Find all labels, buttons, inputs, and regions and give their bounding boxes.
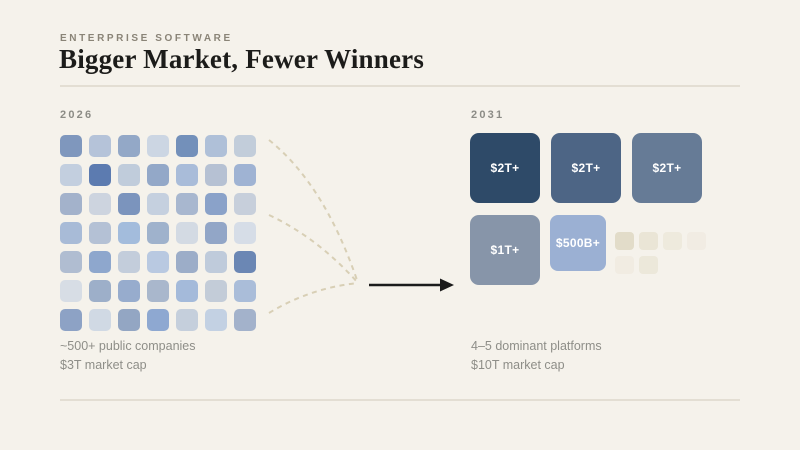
- company-square: [176, 309, 198, 331]
- platform-value-label: $500B+: [555, 236, 601, 250]
- left-caption-line-2: $3T market cap: [60, 357, 147, 372]
- arrow-right-icon: [369, 278, 454, 292]
- company-square: [234, 309, 256, 331]
- header-divider: [60, 85, 740, 87]
- fading-company-square: [639, 232, 658, 250]
- company-square: [234, 135, 256, 157]
- platform-value-label: $2T+: [652, 161, 682, 175]
- company-square: [147, 164, 169, 186]
- platform-square-5: $500B+: [550, 215, 606, 271]
- fading-company-square: [663, 232, 682, 250]
- company-square: [176, 251, 198, 273]
- right-caption-line-2: $10T market cap: [471, 357, 565, 372]
- platform-square-4: $1T+: [470, 215, 540, 285]
- platform-value-label: $2T+: [571, 161, 601, 175]
- company-square: [147, 251, 169, 273]
- kicker-label: ENTERPRISE SOFTWARE: [60, 33, 233, 44]
- company-square: [60, 193, 82, 215]
- company-square: [118, 193, 140, 215]
- company-square: [60, 135, 82, 157]
- right-caption-line-1: 4–5 dominant platforms: [471, 339, 602, 353]
- company-square: [60, 309, 82, 331]
- fading-company-square: [615, 256, 634, 274]
- company-square: [89, 222, 111, 244]
- platform-square-3: $2T+: [632, 133, 702, 203]
- right-year-label: 2031: [471, 109, 505, 121]
- footer-divider: [60, 399, 740, 401]
- company-square: [205, 193, 227, 215]
- company-square: [89, 280, 111, 302]
- platform-square-2: $2T+: [551, 133, 621, 203]
- right-caption: 4–5 dominant platforms $10T market cap: [471, 337, 602, 374]
- company-square: [234, 251, 256, 273]
- fading-company-square: [639, 256, 658, 274]
- company-square: [176, 222, 198, 244]
- convergence-line-top: [268, 139, 359, 284]
- company-square: [147, 135, 169, 157]
- company-square: [60, 222, 82, 244]
- company-square: [205, 222, 227, 244]
- company-square: [205, 135, 227, 157]
- company-square: [176, 164, 198, 186]
- company-square: [147, 222, 169, 244]
- company-square: [234, 193, 256, 215]
- platform-square-1: $2T+: [470, 133, 540, 203]
- left-caption: ~500+ public companies $3T market cap: [60, 337, 196, 374]
- company-square: [60, 251, 82, 273]
- company-square: [60, 164, 82, 186]
- company-square: [205, 251, 227, 273]
- platform-value-label: $2T+: [490, 161, 520, 175]
- company-square: [147, 280, 169, 302]
- company-square: [118, 164, 140, 186]
- company-square: [118, 222, 140, 244]
- fading-company-grid: [615, 232, 711, 274]
- company-square: [205, 164, 227, 186]
- company-square: [234, 222, 256, 244]
- company-square: [147, 193, 169, 215]
- company-square: [147, 309, 169, 331]
- page-title: Bigger Market, Fewer Winners: [59, 44, 425, 74]
- company-square: [118, 251, 140, 273]
- company-square: [60, 280, 82, 302]
- company-square: [234, 164, 256, 186]
- company-square: [118, 309, 140, 331]
- left-year-label: 2026: [60, 109, 94, 121]
- company-square: [89, 135, 111, 157]
- company-square: [118, 135, 140, 157]
- convergence-line-middle: [268, 214, 359, 284]
- company-square: [89, 193, 111, 215]
- company-square: [205, 280, 227, 302]
- convergence-line-bottom: [268, 282, 359, 314]
- fading-company-square: [615, 232, 634, 250]
- left-caption-line-1: ~500+ public companies: [60, 339, 196, 353]
- company-square: [205, 309, 227, 331]
- platform-value-label: $1T+: [490, 243, 520, 257]
- company-square: [89, 309, 111, 331]
- company-square: [89, 251, 111, 273]
- company-square: [176, 193, 198, 215]
- company-square: [176, 280, 198, 302]
- fading-company-square: [687, 232, 706, 250]
- convergence-graphic: [268, 139, 454, 314]
- company-square: [89, 164, 111, 186]
- company-grid: [60, 135, 256, 331]
- company-square: [118, 280, 140, 302]
- company-square: [234, 280, 256, 302]
- company-square: [176, 135, 198, 157]
